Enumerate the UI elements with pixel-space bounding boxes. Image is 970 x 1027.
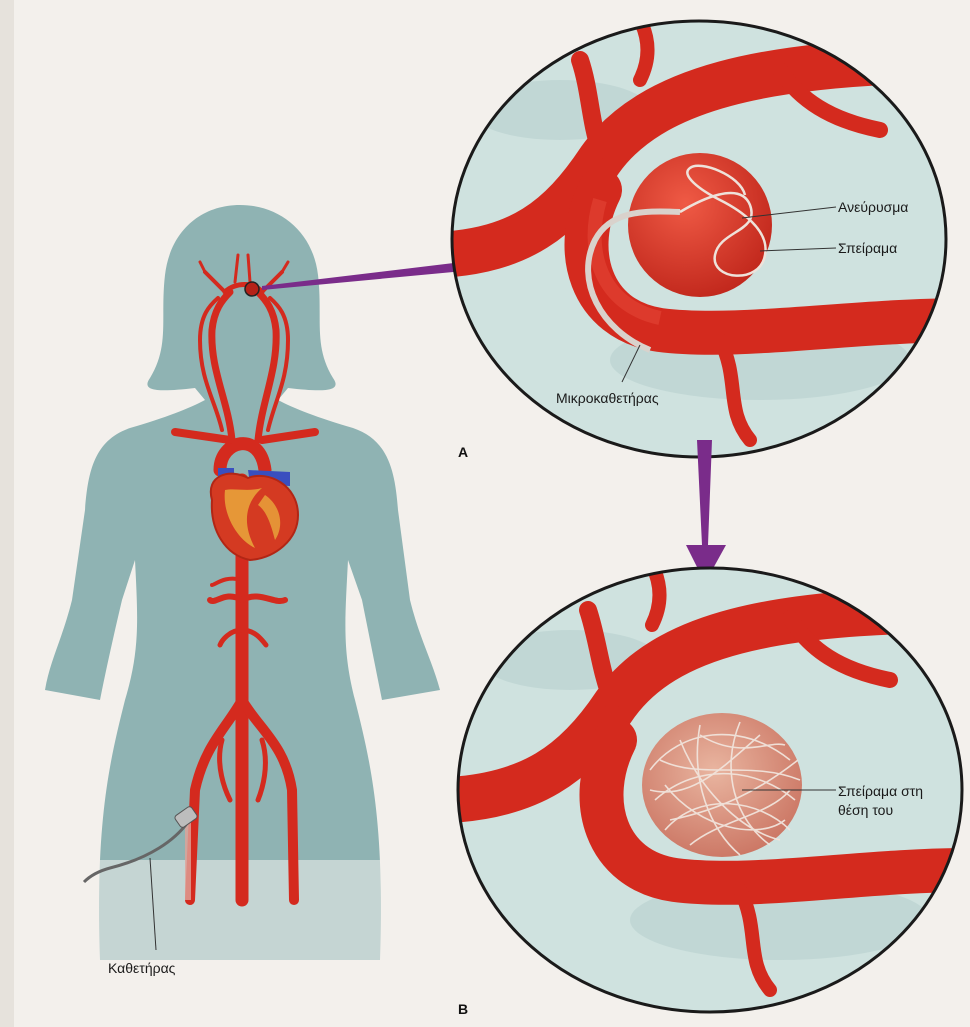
catheter-label: Καθετήρας: [108, 960, 176, 976]
aneurysm-label: Ανεύρυσμα: [838, 199, 908, 215]
coil-in-place-label-line1: Σπείραμα στη: [838, 783, 923, 799]
coil-in-place-label-line2: θέση του: [838, 802, 893, 818]
brain-aneurysm-marker: [245, 282, 259, 296]
aneurysm-sac-a: [628, 153, 772, 297]
microcatheter-label: Μικροκαθετήρας: [556, 390, 659, 406]
panel-label-a: A: [458, 444, 468, 460]
page-edge: [0, 0, 14, 1027]
panel-label-b: B: [458, 1001, 468, 1017]
silhouette-fade: [40, 860, 460, 970]
coil-label: Σπείραμα: [838, 240, 897, 256]
